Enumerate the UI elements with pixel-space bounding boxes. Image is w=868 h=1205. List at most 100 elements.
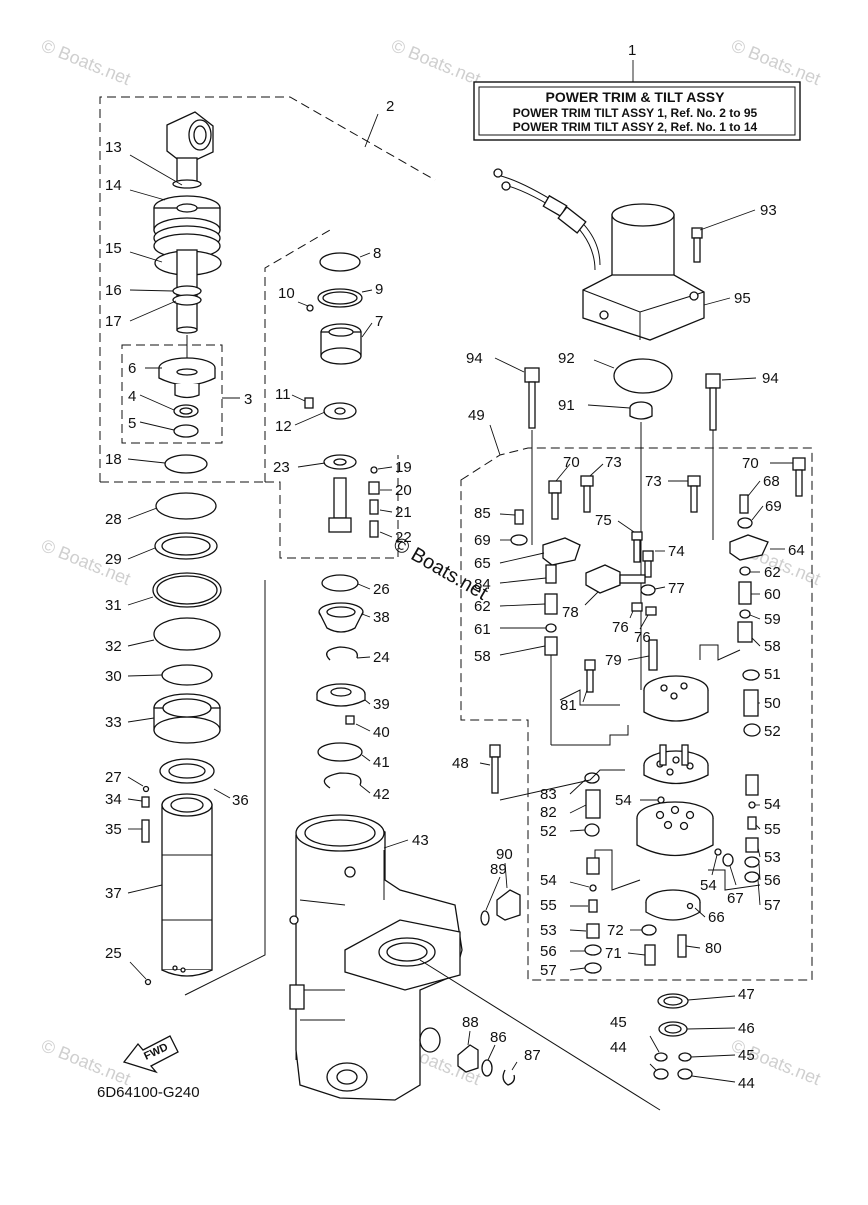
callout-4: 4 — [128, 388, 136, 405]
part-92 — [613, 358, 673, 394]
callout-90: 90 — [496, 846, 513, 863]
callout-42: 42 — [373, 786, 390, 803]
part-76b — [645, 606, 657, 616]
part-95-motor — [582, 203, 705, 341]
part-21 — [369, 499, 379, 515]
callout-60: 60 — [764, 586, 781, 603]
callout-57a: 57 — [540, 962, 557, 979]
callout-labels: 2 3 4 5 6 7 8 9 10 11 12 13 14 15 16 17 … — [105, 98, 805, 1092]
callout-8: 8 — [373, 245, 381, 262]
callout-73a: 73 — [605, 454, 622, 471]
pump-motor-parts — [419, 168, 806, 1111]
part-64 — [729, 534, 769, 561]
callout-49: 49 — [468, 407, 485, 424]
part-45a — [654, 1052, 668, 1062]
part-25 — [144, 978, 152, 986]
part-62a — [544, 593, 558, 615]
grouping-outlines — [99, 96, 813, 996]
callout-91: 91 — [558, 397, 575, 414]
callout-39: 39 — [373, 696, 390, 713]
callout-37: 37 — [105, 885, 122, 902]
part-70b — [792, 457, 806, 471]
callout-78: 78 — [562, 604, 579, 621]
callout-45a: 45 — [610, 1014, 627, 1031]
callout-17: 17 — [105, 313, 122, 330]
callout-2: 2 — [386, 98, 394, 115]
callout-54b: 54 — [540, 872, 557, 889]
watermark: © Boats.net — [729, 35, 824, 89]
callout-53a: 53 — [540, 922, 557, 939]
callout-67: 67 — [727, 890, 744, 907]
watermark: © Boats.net — [389, 35, 484, 89]
center-parts — [289, 252, 521, 1101]
part-18 — [164, 454, 208, 474]
callout-54a: 54 — [615, 792, 632, 809]
part-82 — [585, 789, 601, 819]
part-66 — [645, 889, 701, 921]
callout-23: 23 — [273, 459, 290, 476]
title-box: 1 POWER TRIM & TILT ASSY POWER TRIM TILT… — [473, 42, 801, 141]
callout-12: 12 — [275, 418, 292, 435]
part-42 — [323, 772, 362, 789]
callout-75: 75 — [595, 512, 612, 529]
callout-10: 10 — [278, 285, 295, 302]
callout-89: 89 — [490, 861, 507, 878]
callout-85: 85 — [474, 505, 491, 522]
part-17 — [172, 294, 202, 306]
callout-77: 77 — [668, 580, 685, 597]
part-53a — [586, 923, 600, 939]
part-43-housing — [289, 814, 463, 1101]
watermark: © Boats.net — [39, 35, 134, 89]
part-37 — [161, 804, 213, 971]
part-45b — [678, 1052, 692, 1062]
callout-36: 36 — [232, 792, 249, 809]
part-68 — [739, 494, 749, 514]
callout-40: 40 — [373, 724, 390, 741]
part-51 — [742, 669, 760, 681]
callout-21: 21 — [395, 504, 412, 521]
callout-1: 1 — [628, 42, 636, 59]
callout-69b: 69 — [765, 498, 782, 515]
callout-71: 71 — [605, 945, 622, 962]
part-86 — [481, 1059, 493, 1077]
callout-22: 22 — [395, 529, 412, 546]
part-76a — [631, 602, 643, 612]
callout-30: 30 — [105, 668, 122, 685]
callout-56a: 56 — [540, 943, 557, 960]
callout-82: 82 — [540, 804, 557, 821]
callout-59: 59 — [764, 611, 781, 628]
tilt-cylinder-parts — [141, 111, 222, 986]
title-heading: POWER TRIM & TILT ASSY — [546, 89, 726, 105]
part-58a — [544, 636, 558, 656]
callout-70b: 70 — [742, 455, 759, 472]
callout-68: 68 — [763, 473, 780, 490]
callout-3: 3 — [244, 391, 252, 408]
part-20 — [368, 481, 380, 495]
callout-88: 88 — [462, 1014, 479, 1031]
part-73a — [580, 475, 594, 487]
diagram-code: 6D64100-G240 — [97, 1084, 200, 1101]
callout-34: 34 — [105, 791, 122, 808]
callout-51: 51 — [764, 666, 781, 683]
part-55b — [747, 816, 757, 830]
part-74 — [642, 550, 654, 562]
callout-46: 46 — [738, 1020, 755, 1037]
callout-18: 18 — [105, 451, 122, 468]
part-53b — [745, 837, 759, 853]
part-52b — [743, 723, 761, 737]
part-72 — [641, 924, 657, 936]
callout-26: 26 — [373, 581, 390, 598]
callout-44b: 44 — [738, 1075, 755, 1092]
valve-body-lower — [636, 801, 714, 857]
part-32 — [153, 617, 221, 651]
callout-50: 50 — [764, 695, 781, 712]
callout-62b: 62 — [764, 564, 781, 581]
part-78 — [585, 564, 621, 594]
callout-76b: 76 — [634, 629, 651, 646]
part-81 — [584, 659, 596, 671]
callout-54c: 54 — [700, 877, 717, 894]
part-94a — [524, 367, 540, 383]
callout-52a: 52 — [540, 823, 557, 840]
callout-62a: 62 — [474, 598, 491, 615]
